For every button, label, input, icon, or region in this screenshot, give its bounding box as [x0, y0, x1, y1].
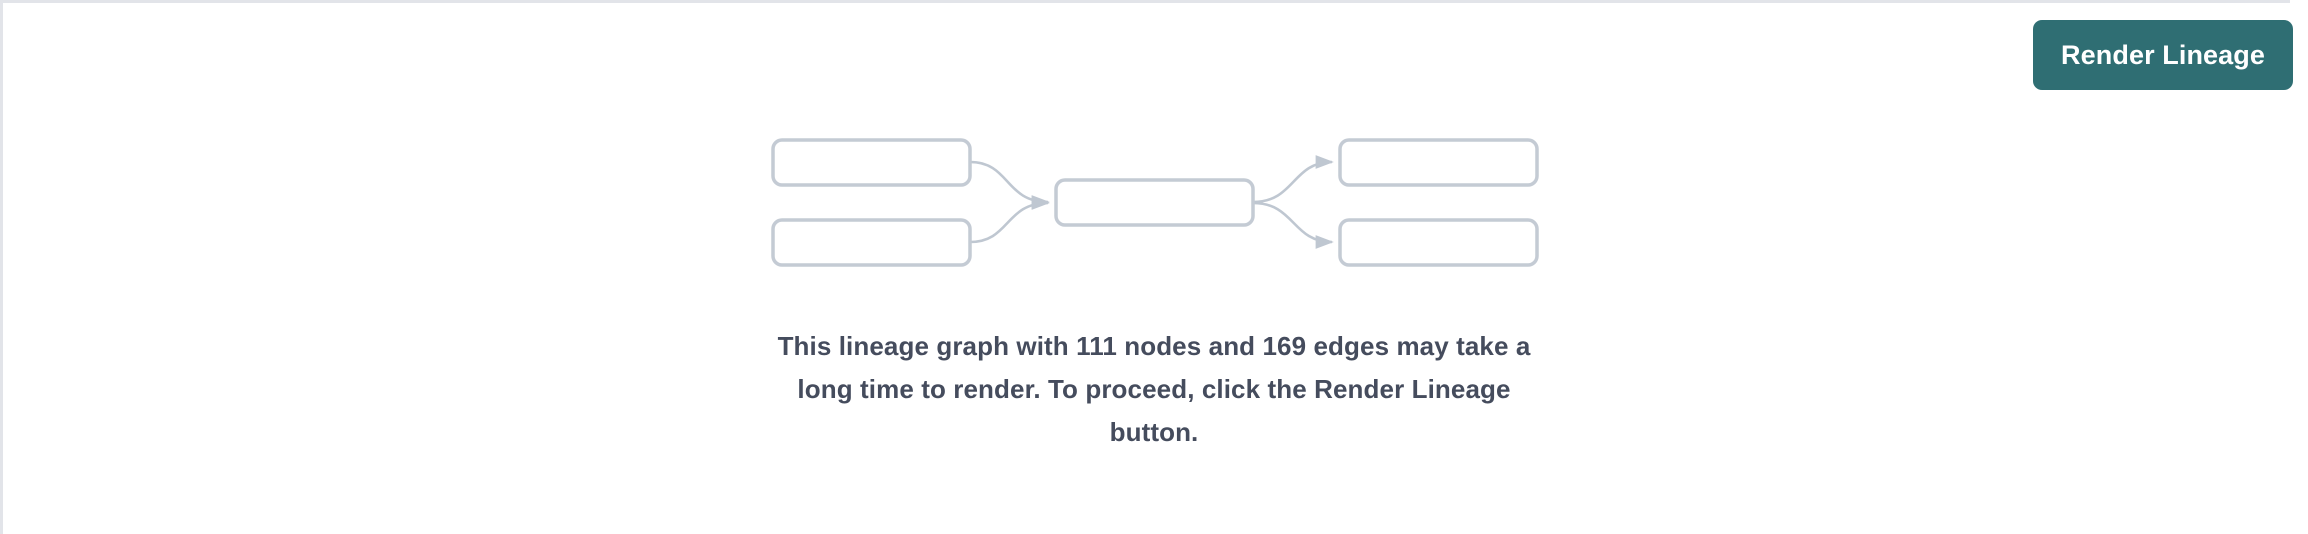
lineage-node-placeholder — [771, 218, 972, 267]
lineage-warning-message: This lineage graph with 111 nodes and 16… — [777, 331, 1531, 447]
lineage-toolbar: Render Lineage — [2033, 20, 2293, 90]
lineage-edge — [1252, 201, 1334, 249]
lineage-node-placeholder — [771, 138, 972, 187]
lineage-edge — [1252, 155, 1334, 204]
lineage-graph-placeholder — [0, 118, 2308, 288]
render-lineage-button[interactable]: Render Lineage — [2033, 20, 2293, 90]
lineage-node-placeholder — [1054, 178, 1255, 227]
lineage-edge — [969, 196, 1050, 244]
lineage-node-placeholder — [1338, 138, 1539, 187]
lineage-node-placeholder — [1338, 218, 1539, 267]
panel-left-border — [0, 3, 3, 534]
lineage-edge — [969, 160, 1050, 209]
panel-top-border — [0, 0, 2290, 3]
